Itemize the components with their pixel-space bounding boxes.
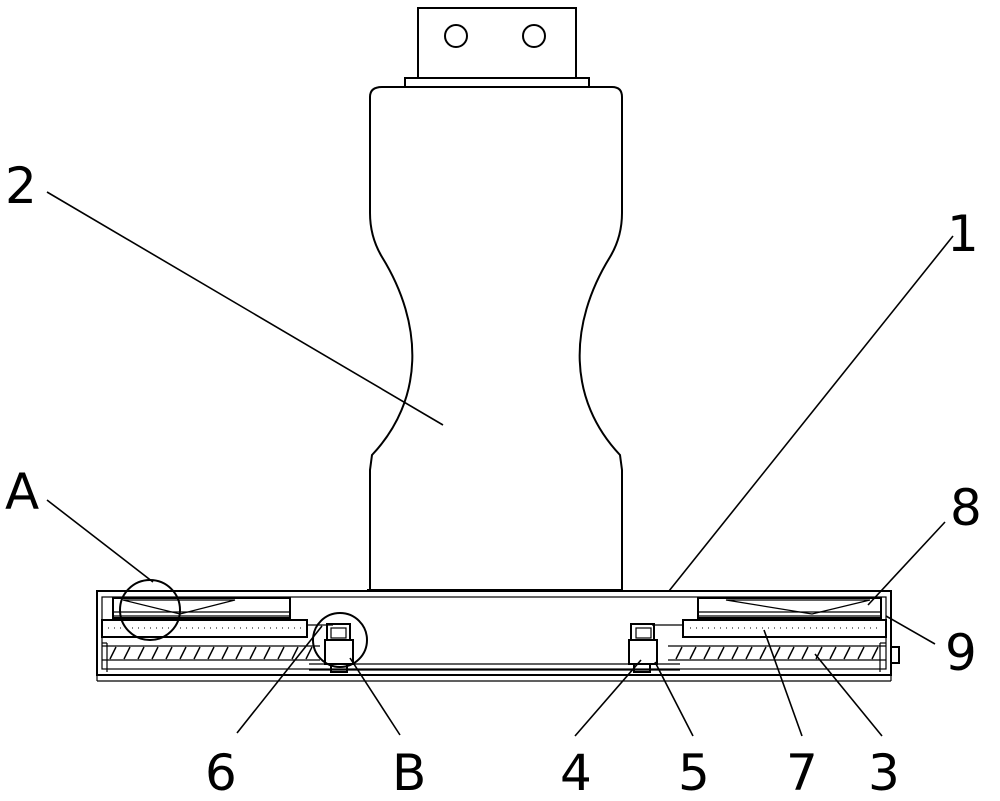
left-clamp (324, 623, 354, 673)
label-A: A (5, 463, 39, 521)
leader-8 (867, 521, 946, 606)
part-labels: 2 1 A 8 9 6 B 4 5 7 3 (5, 157, 982, 801)
leader-2 (46, 191, 444, 426)
right-sliding-plate (652, 619, 887, 638)
left-spring-chamber (112, 597, 291, 619)
leader-lines (46, 191, 954, 737)
bracket-hole-right (522, 24, 546, 48)
label-4: 4 (560, 744, 592, 801)
right-end-cap (879, 642, 900, 672)
label-8: 8 (950, 479, 982, 537)
label-7: 7 (786, 744, 818, 801)
label-9: 9 (945, 624, 977, 682)
right-side-knob (890, 646, 900, 664)
handle-body (369, 86, 623, 591)
right-clamp (628, 623, 658, 673)
label-1: 1 (947, 205, 979, 263)
leader-A (46, 499, 154, 583)
leader-6 (236, 625, 323, 734)
bracket-hole-left (444, 24, 468, 48)
right-spring-chamber (697, 597, 882, 619)
label-6: 6 (205, 744, 237, 801)
leader-9 (885, 615, 936, 645)
label-5: 5 (678, 744, 710, 801)
label-B: B (392, 744, 426, 801)
detail-circle-b (312, 612, 368, 668)
left-end-cap (102, 642, 108, 672)
leader-3 (814, 653, 883, 737)
label-3: 3 (868, 744, 900, 801)
mounting-bracket (404, 7, 590, 88)
mop-cloth-left (102, 645, 320, 661)
leader-4 (574, 659, 642, 737)
leader-B (349, 657, 401, 736)
leader-1 (668, 235, 954, 592)
label-2: 2 (5, 157, 37, 215)
leader-5 (654, 661, 694, 737)
leader-7 (763, 629, 803, 737)
